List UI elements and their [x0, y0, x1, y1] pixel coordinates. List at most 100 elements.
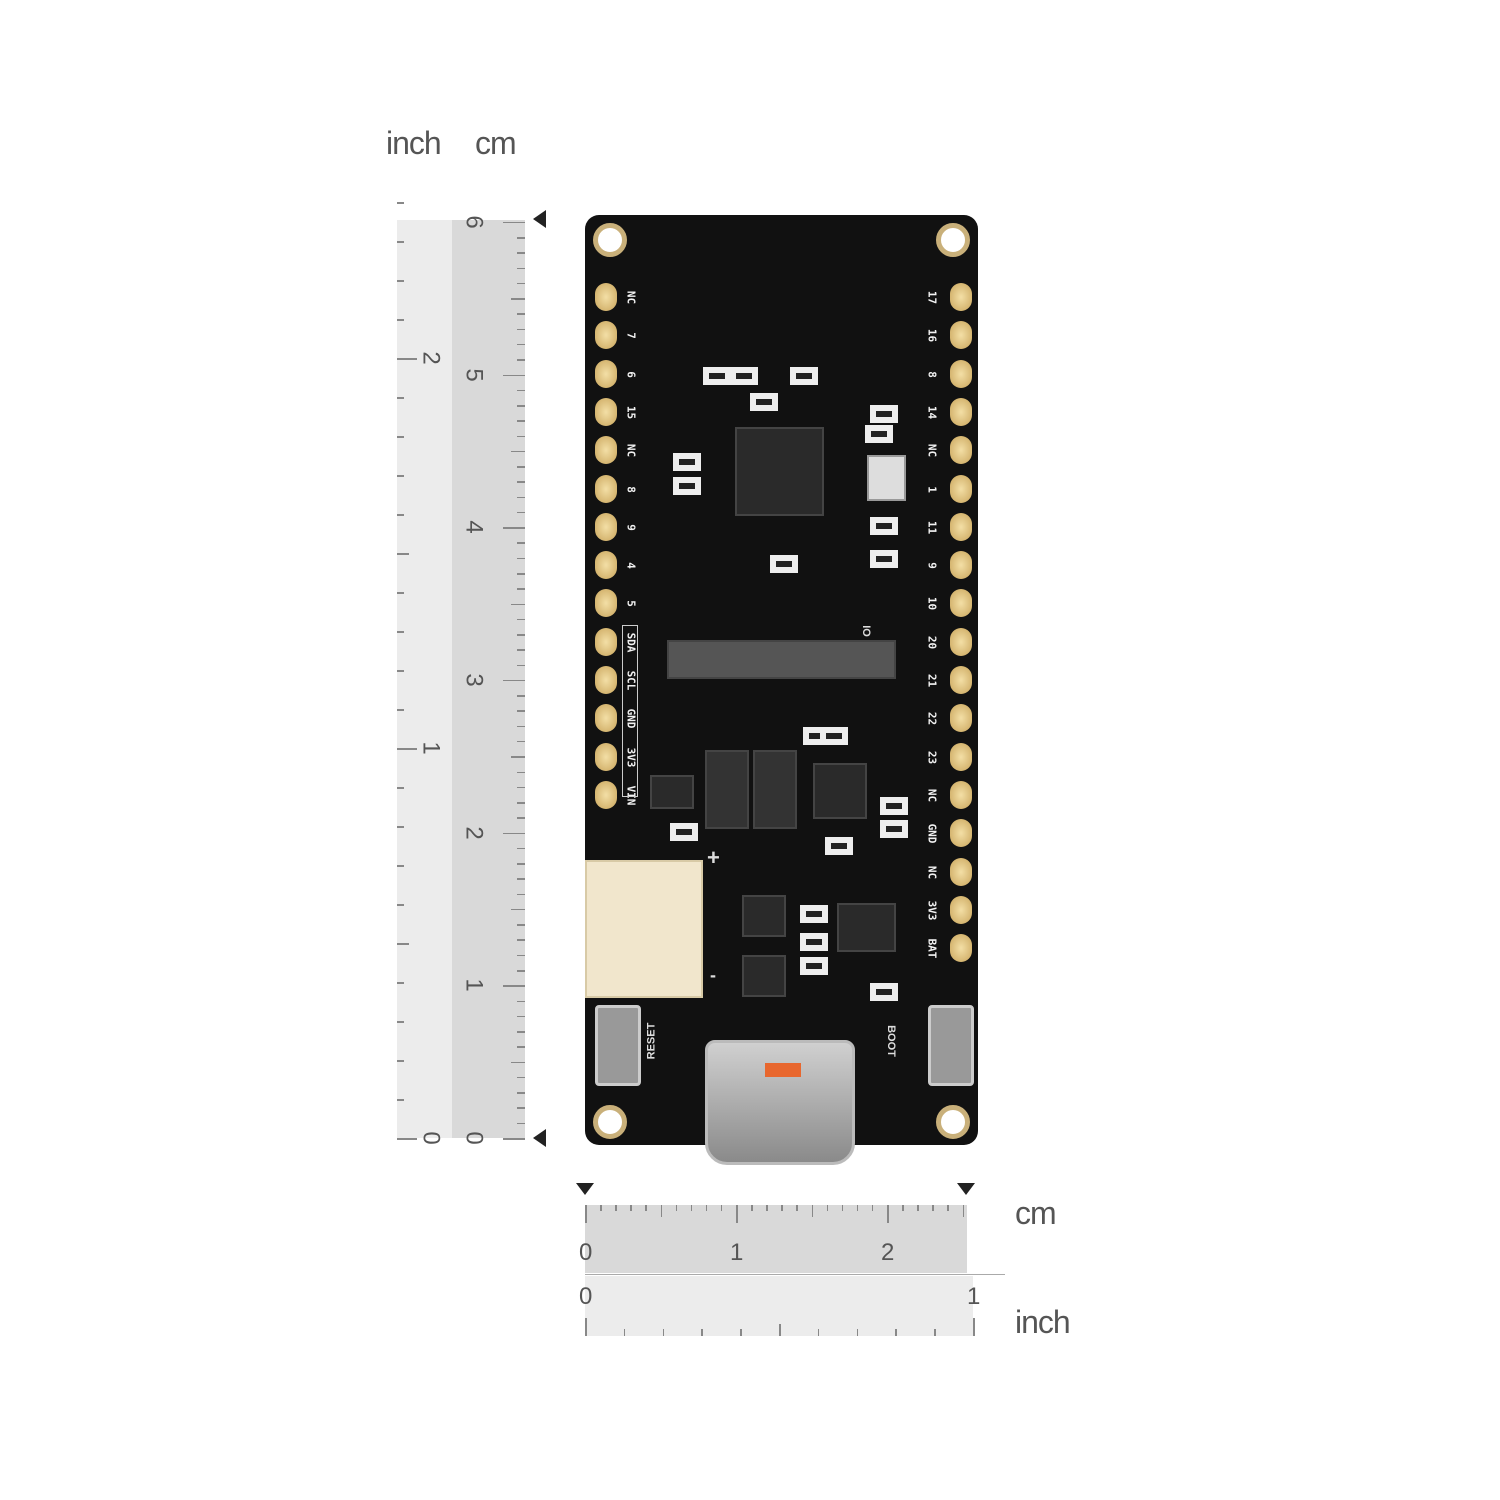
cm-tick [517, 786, 525, 789]
vertical-ruler-inch-strip [397, 220, 452, 1138]
cm-tick [517, 1122, 525, 1125]
inch-tick [397, 943, 409, 945]
pin-pad [595, 666, 617, 694]
pin-label: NC [925, 788, 939, 803]
bottom-marker-icon [533, 1129, 546, 1147]
cm-tick [600, 1205, 602, 1211]
top-marker-icon [533, 210, 546, 228]
cm-tick [517, 863, 525, 865]
pin-pad [595, 512, 617, 541]
pin-label: 8 [925, 370, 939, 378]
regulator-chip [813, 763, 867, 819]
cm-tick [517, 389, 525, 392]
pin-label: 10 [925, 597, 939, 611]
smd-component [870, 517, 898, 535]
inch-tick [397, 748, 417, 750]
cm-tick [517, 1107, 525, 1109]
boot-button[interactable] [928, 1005, 974, 1086]
cm-tick [503, 221, 525, 224]
pin-label: NC [925, 865, 939, 879]
inch-tick [397, 436, 404, 438]
cm-tick [517, 481, 525, 483]
inch-tick [397, 1138, 417, 1140]
inch-tick [397, 1060, 404, 1062]
cm-tick-label: 4 [460, 520, 488, 534]
cm-tick [841, 1205, 844, 1211]
cm-tick [705, 1205, 708, 1211]
inch-tick [973, 1318, 975, 1336]
pin-pad [950, 512, 972, 541]
battery-plus-label: + [707, 845, 720, 870]
pin-label: 21 [925, 673, 939, 688]
cm-tick [751, 1205, 753, 1211]
pin-pad [950, 397, 972, 426]
cm-tick [517, 802, 525, 804]
inch-tick [701, 1329, 703, 1336]
cm-tick [503, 527, 525, 529]
pin-label: 9 [624, 523, 638, 531]
diode [753, 750, 797, 829]
inch-tick [585, 1318, 587, 1336]
cm-tick [517, 847, 525, 850]
cm-tick [517, 970, 525, 972]
pin-label: 15 [624, 405, 638, 420]
inch-tick [779, 1324, 781, 1336]
usb-c-contacts [765, 1063, 801, 1077]
inch-tick [397, 592, 404, 594]
cm-tick [517, 237, 525, 239]
pin-pad [950, 934, 972, 963]
cm-tick [511, 603, 525, 606]
cm-tick [517, 618, 525, 621]
cm-tick [517, 878, 525, 880]
cm-tick [766, 1205, 768, 1211]
inch-tick [397, 358, 417, 360]
pin-pad [950, 551, 972, 580]
boot-label: BOOT [884, 1025, 897, 1057]
cm-tick [517, 542, 525, 544]
mounting-hole [593, 223, 627, 257]
cm-tick [887, 1205, 889, 1223]
smd-component [730, 367, 758, 385]
cm-tick [796, 1205, 798, 1211]
cm-tick [517, 740, 525, 743]
cm-tick [503, 1138, 525, 1140]
smd-component [800, 933, 828, 951]
pin-label: NC [624, 290, 638, 305]
cm-tick [585, 1205, 587, 1223]
smd-component [800, 905, 828, 923]
inch-tick [397, 241, 404, 243]
i2c-label-box [622, 625, 638, 797]
inch-tick [397, 514, 404, 516]
smd-component [673, 477, 701, 495]
pin-label: 11 [925, 520, 939, 534]
pin-pad [950, 474, 972, 503]
horizontal-ruler-cm-strip [585, 1205, 967, 1273]
inch-tick [397, 904, 404, 906]
cm-tick [517, 588, 525, 590]
pin-label: 7 [624, 332, 638, 340]
pin-label: 20 [925, 635, 939, 649]
pin-pad [950, 283, 972, 311]
cm-tick [517, 328, 525, 331]
usb-c-port[interactable] [705, 1040, 855, 1165]
pin-label: 16 [925, 329, 939, 343]
battery-connector [585, 860, 703, 998]
cm-tick [517, 267, 525, 270]
inch-tick-label: 0 [579, 1283, 593, 1310]
inch-tick [397, 1021, 404, 1023]
smd-component [750, 393, 778, 411]
inch-tick-label: 2 [417, 351, 445, 365]
cm-tick [517, 634, 525, 636]
reset-button[interactable] [595, 1005, 641, 1086]
smd-component [790, 367, 818, 385]
pin-label: 8 [624, 485, 638, 493]
cm-tick [503, 374, 525, 376]
cm-tick [517, 1046, 525, 1048]
cm-tick-label: 2 [460, 825, 488, 840]
smd-component [870, 550, 898, 568]
pin-pad [950, 321, 972, 350]
smd-component [870, 405, 898, 423]
smd-component [865, 425, 893, 443]
